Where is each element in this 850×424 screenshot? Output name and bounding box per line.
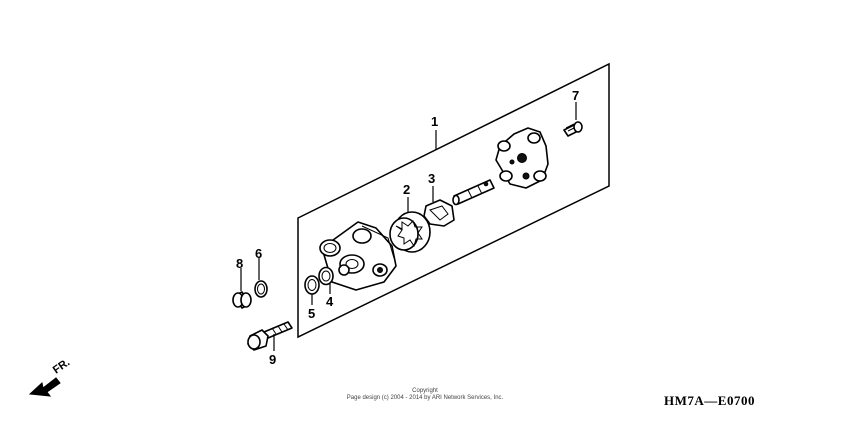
dowel-pin-8 xyxy=(232,291,252,309)
bolt-7 xyxy=(563,121,583,137)
front-label: FR. xyxy=(51,356,72,376)
leader-lines xyxy=(240,102,577,351)
flange-bolt-9 xyxy=(247,321,293,351)
copyright-notice: Copyright Page design (c) 2004 - 2014 by… xyxy=(300,388,550,402)
callout-9: 9 xyxy=(269,352,276,367)
assembly-outline xyxy=(297,62,610,339)
callout-6: 6 xyxy=(255,246,262,261)
callout-5: 5 xyxy=(308,306,315,321)
front-direction-arrow: FR. xyxy=(28,356,72,397)
o-ring-6 xyxy=(254,280,268,298)
callout-1: 1 xyxy=(431,114,438,129)
copyright-line-1: Copyright xyxy=(412,388,438,394)
seal-4 xyxy=(318,266,334,286)
callout-2: 2 xyxy=(403,182,410,197)
o-ring-5 xyxy=(304,275,320,295)
pump-cover xyxy=(495,127,549,189)
callout-7: 7 xyxy=(572,88,579,103)
pump-body xyxy=(319,221,397,291)
callout-4: 4 xyxy=(326,294,334,309)
callout-3: 3 xyxy=(428,171,435,186)
callout-8: 8 xyxy=(236,256,243,271)
inner-rotor xyxy=(423,199,455,227)
pump-shaft xyxy=(452,179,495,206)
outer-rotor xyxy=(389,211,431,253)
diagram-code: HM7A—E0700 xyxy=(664,393,755,408)
copyright-line-2: Page design (c) 2004 - 2014 by ARI Netwo… xyxy=(346,395,504,401)
